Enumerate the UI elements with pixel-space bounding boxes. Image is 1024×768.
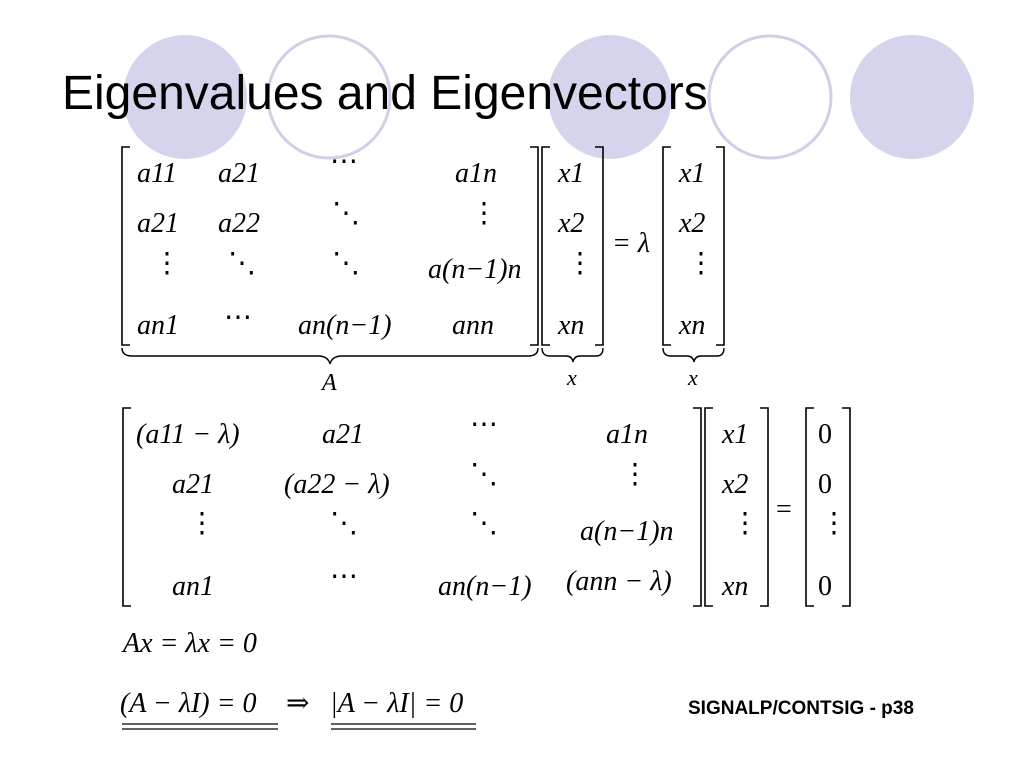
- matrix-cell: ⋱: [332, 248, 360, 279]
- deco-circle-outline: [266, 34, 392, 160]
- vector-cell: x2: [721, 469, 748, 500]
- vector-cell: ⋮: [820, 508, 848, 539]
- underbrace-A: [121, 347, 539, 365]
- vector-bracket: [805, 407, 814, 607]
- matrix-cell: ⋱: [470, 459, 498, 490]
- matrix-cell: an(n−1): [298, 310, 392, 341]
- deco-circle-filled: [123, 35, 247, 159]
- matrix-cell: a1n: [455, 158, 497, 189]
- matrix-cell: ⋯: [224, 302, 252, 333]
- matrix-cell: ⋯: [470, 409, 498, 440]
- vector-cell: ⋮: [731, 508, 759, 539]
- vector-cell: x1: [557, 158, 584, 189]
- equation-4: (A − λI) = 0 ⇒ |A − λI| = 0: [120, 688, 476, 730]
- underbrace-label: x: [566, 365, 577, 390]
- vector-cell: x1: [721, 419, 748, 450]
- matrix-cell: ⋮: [470, 198, 498, 229]
- matrix-cell: a21: [172, 469, 214, 500]
- matrix-cell: (ann − λ): [566, 566, 672, 597]
- matrix-cell: a(n−1)n: [580, 516, 674, 547]
- vector-cell: x1: [678, 158, 705, 189]
- vector-bracket: [760, 407, 769, 607]
- equation-3: Ax = λx = 0: [121, 628, 257, 659]
- matrix-cell: a21: [218, 158, 260, 189]
- vector-bracket: [541, 146, 550, 346]
- vector-cell: x2: [557, 208, 584, 239]
- underbrace-label: x: [687, 365, 698, 390]
- matrix-cell: an1: [137, 310, 179, 341]
- underbrace-x: [541, 347, 604, 363]
- matrix-cell: ⋱: [470, 508, 498, 539]
- equation-4-left: (A − λI) = 0: [120, 688, 257, 719]
- matrix-cell: an1: [172, 571, 214, 602]
- vector-cell: 0: [818, 419, 832, 450]
- slide-footer: SIGNALP/CONTSIG - p38: [688, 698, 914, 719]
- matrix-cell: a21: [322, 419, 364, 450]
- matrix-cell: ⋮: [621, 459, 649, 490]
- vector-cell: 0: [818, 469, 832, 500]
- matrix-bracket: [693, 407, 702, 607]
- slide-title: Eigenvalues and Eigenvectors: [62, 67, 708, 120]
- equals-lambda: = λ: [612, 228, 650, 259]
- underbrace-label: A: [320, 370, 337, 396]
- vector-cell: 0: [818, 571, 832, 602]
- vector-bracket: [662, 146, 671, 346]
- matrix-bracket: [530, 146, 539, 346]
- vector-cell: xn: [678, 310, 705, 341]
- deco-circle-filled: [548, 35, 672, 159]
- matrix-cell: ⋱: [228, 248, 256, 279]
- vector-cell: ⋮: [566, 248, 594, 279]
- matrix-cell: ⋮: [153, 248, 181, 279]
- equation-1: a11 a21 ⋯ a1n a21 a22 ⋱ ⋮ ⋮ ⋱ ⋱ a(n−1)n …: [121, 146, 725, 396]
- matrix-cell: a(n−1)n: [428, 254, 522, 285]
- implies-arrow: ⇒: [286, 688, 309, 719]
- vector-bracket: [842, 407, 851, 607]
- matrix-cell: ⋯: [330, 146, 358, 177]
- matrix-cell: ann: [452, 310, 494, 341]
- vector-bracket: [716, 146, 725, 346]
- matrix-cell: (a11 − λ): [136, 419, 240, 450]
- matrix-bracket: [121, 146, 130, 346]
- matrix-cell: a22: [218, 208, 260, 239]
- vector-bracket: [704, 407, 713, 607]
- deco-circle-filled: [850, 35, 974, 159]
- vector-cell: xn: [721, 571, 748, 602]
- matrix-cell: ⋮: [188, 508, 216, 539]
- vector-cell: x2: [678, 208, 705, 239]
- matrix-cell: ⋯: [330, 561, 358, 592]
- matrix-cell: a11: [137, 158, 177, 189]
- equation-4-right: |A − λI| = 0: [330, 688, 463, 719]
- vector-cell: xn: [557, 310, 584, 341]
- matrix-cell: an(n−1): [438, 571, 532, 602]
- matrix-bracket: [122, 407, 131, 607]
- equation-2: (a11 − λ) a21 ⋯ a1n a21 (a22 − λ) ⋱ ⋮ ⋮ …: [122, 407, 851, 607]
- vector-cell: ⋮: [687, 248, 715, 279]
- vector-bracket: [595, 146, 604, 346]
- matrix-cell: ⋱: [330, 508, 358, 539]
- matrix-cell: a21: [137, 208, 179, 239]
- deco-circle-outline: [707, 34, 833, 160]
- equals-sign: =: [776, 494, 792, 525]
- matrix-cell: ⋱: [332, 198, 360, 229]
- underbrace-x: [662, 347, 725, 363]
- matrix-cell: (a22 − λ): [284, 469, 390, 500]
- matrix-cell: a1n: [606, 419, 648, 450]
